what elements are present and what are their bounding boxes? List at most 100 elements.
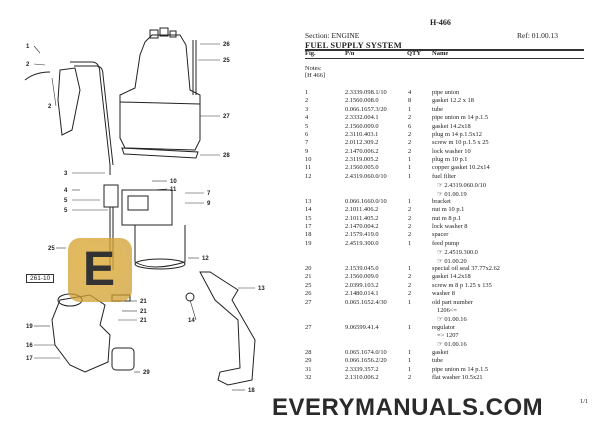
row-qty: 8: [408, 97, 412, 105]
row-name: washer 8: [432, 290, 455, 298]
callout-label: 16: [26, 343, 33, 349]
callout-label: 10: [170, 179, 177, 185]
callout-leader: [33, 63, 46, 66]
callout-label: 5: [64, 198, 68, 204]
watermark-text: EVERYMANUALS.COM: [272, 394, 544, 421]
row-qty: 1: [408, 323, 412, 331]
row-fig: 32: [305, 373, 312, 381]
row-qty: 1: [408, 298, 412, 306]
row-fig: 2: [305, 97, 309, 105]
row-qty: 1: [408, 164, 412, 172]
row-fig: 27: [305, 323, 312, 331]
row-qty: 1: [408, 156, 412, 164]
row-qty: 4: [408, 89, 412, 96]
row-part-number: 2.3339.357.2: [345, 365, 379, 373]
row-name: nut m 10 p.1: [432, 206, 465, 214]
row-fig: 13: [305, 197, 312, 205]
row-fig: 29: [305, 357, 312, 365]
row-name: tube: [432, 357, 444, 365]
row-qty: 2: [408, 139, 412, 147]
row-name: pipe union m 14 p.1.5: [432, 365, 489, 373]
row-part-number: 0.066.1657.3/20: [345, 105, 387, 113]
row-qty: 6: [408, 122, 412, 130]
row-qty: 1: [408, 172, 412, 180]
column-fig: Fig.: [305, 50, 316, 57]
row-fig: 6: [305, 130, 309, 138]
row-fig: 12: [305, 172, 312, 180]
row-part-number: 0.065.1674.0/10: [345, 348, 387, 356]
row-qty: 1: [408, 365, 412, 373]
row-qty: 1: [408, 264, 412, 272]
row-part-number: 2.4319.060.0/10: [345, 172, 387, 180]
row-part-number: 2.1011.406.2: [345, 206, 379, 214]
row-fig: 3: [305, 105, 309, 113]
row-part-number: 2.0112.309.2: [345, 139, 379, 147]
column-name: Name: [432, 50, 449, 57]
callout-label: 26: [223, 42, 230, 48]
row-part-number: 2.3339.098.1/10: [345, 89, 387, 96]
row-name: nut m 8 p.1: [432, 214, 462, 222]
callout-label: 21: [140, 318, 147, 324]
row-qty: 2: [408, 206, 412, 214]
row-qty: 2: [408, 290, 412, 298]
figure-code: 261-10: [26, 274, 55, 283]
row-part-number: 2.1560.005.0: [345, 164, 379, 172]
callout-label: 2: [48, 104, 52, 110]
row-fig: 10: [305, 156, 312, 164]
row-part-number: 2.0399.103.2: [345, 281, 379, 289]
row-name: lock washer 10: [432, 147, 471, 155]
row-fig: 11: [305, 164, 312, 172]
row-name: gasket 14.2x18: [432, 273, 471, 281]
row-fig: 7: [305, 139, 309, 147]
callout-label: 21: [140, 309, 147, 315]
callout-label: 11: [170, 187, 177, 193]
row-fig: 27: [305, 298, 312, 306]
row-name: gasket 14.2x18: [432, 122, 471, 130]
row-name: copper gasket 10.2x14: [432, 164, 490, 172]
row-fig: 17: [305, 223, 312, 231]
row-part-number: 2.1560.009.0: [345, 273, 379, 281]
row-reference: ☞ 2.4319.060.0/10: [437, 182, 487, 190]
callout-leader: [189, 299, 197, 321]
row-fig: 26: [305, 290, 312, 298]
column-pn: P/n: [345, 50, 355, 57]
row-name: screw m 8 p 1.25 x 135: [432, 281, 492, 289]
row-part-number: 9.06599.41.4: [345, 323, 379, 331]
row-name: tube: [432, 105, 444, 113]
callout-label: 13: [258, 286, 265, 292]
row-fig: 31: [305, 365, 312, 373]
callout-label: 12: [202, 256, 209, 262]
row-reference: ☞ 2.4519.300.0: [437, 249, 478, 257]
row-part-number: 2.1470.006.2: [345, 147, 379, 155]
document-id: H-466: [430, 18, 451, 27]
row-reference: ☞ 01.00.19: [437, 190, 467, 198]
row-qty: 1: [408, 105, 412, 113]
row-part-number: 2.1480.014.1: [345, 290, 379, 298]
row-fig: 18: [305, 231, 312, 239]
callout-leader: [33, 45, 41, 54]
row-part-number: 2.1560.009.0: [345, 122, 379, 130]
row-part-number: 2.4519.300.0: [345, 239, 379, 247]
callout-label: 27: [223, 114, 230, 120]
row-reference: ☞ 01.00.16: [437, 316, 467, 324]
row-name: lock washer 8: [432, 223, 468, 231]
row-part-number: 2.3110.403.1: [345, 130, 379, 138]
row-name: pipe union m 14 p.1.5: [432, 114, 489, 122]
row-qty: 2: [408, 147, 412, 155]
header-rule-top: [305, 49, 584, 51]
callout-label: 2: [26, 62, 30, 68]
watermark-logo: E: [68, 238, 132, 302]
callout-label: 14: [188, 318, 195, 324]
reference: Ref: 01.00.13: [517, 31, 559, 40]
page-title: FUEL SUPPLY SYSTEM: [305, 40, 402, 50]
row-qty: 1: [408, 357, 412, 365]
row-name: gasket: [432, 348, 449, 356]
row-fig: 14: [305, 206, 312, 214]
row-qty: 2: [408, 273, 412, 281]
callout-label: 29: [143, 370, 150, 376]
callout-label: 7: [207, 191, 211, 197]
row-name: plug m 10 p.1: [432, 156, 468, 164]
row-qty: 2: [408, 114, 412, 122]
row-reference: => 1207: [437, 332, 459, 340]
callout-label: 25: [48, 246, 55, 252]
